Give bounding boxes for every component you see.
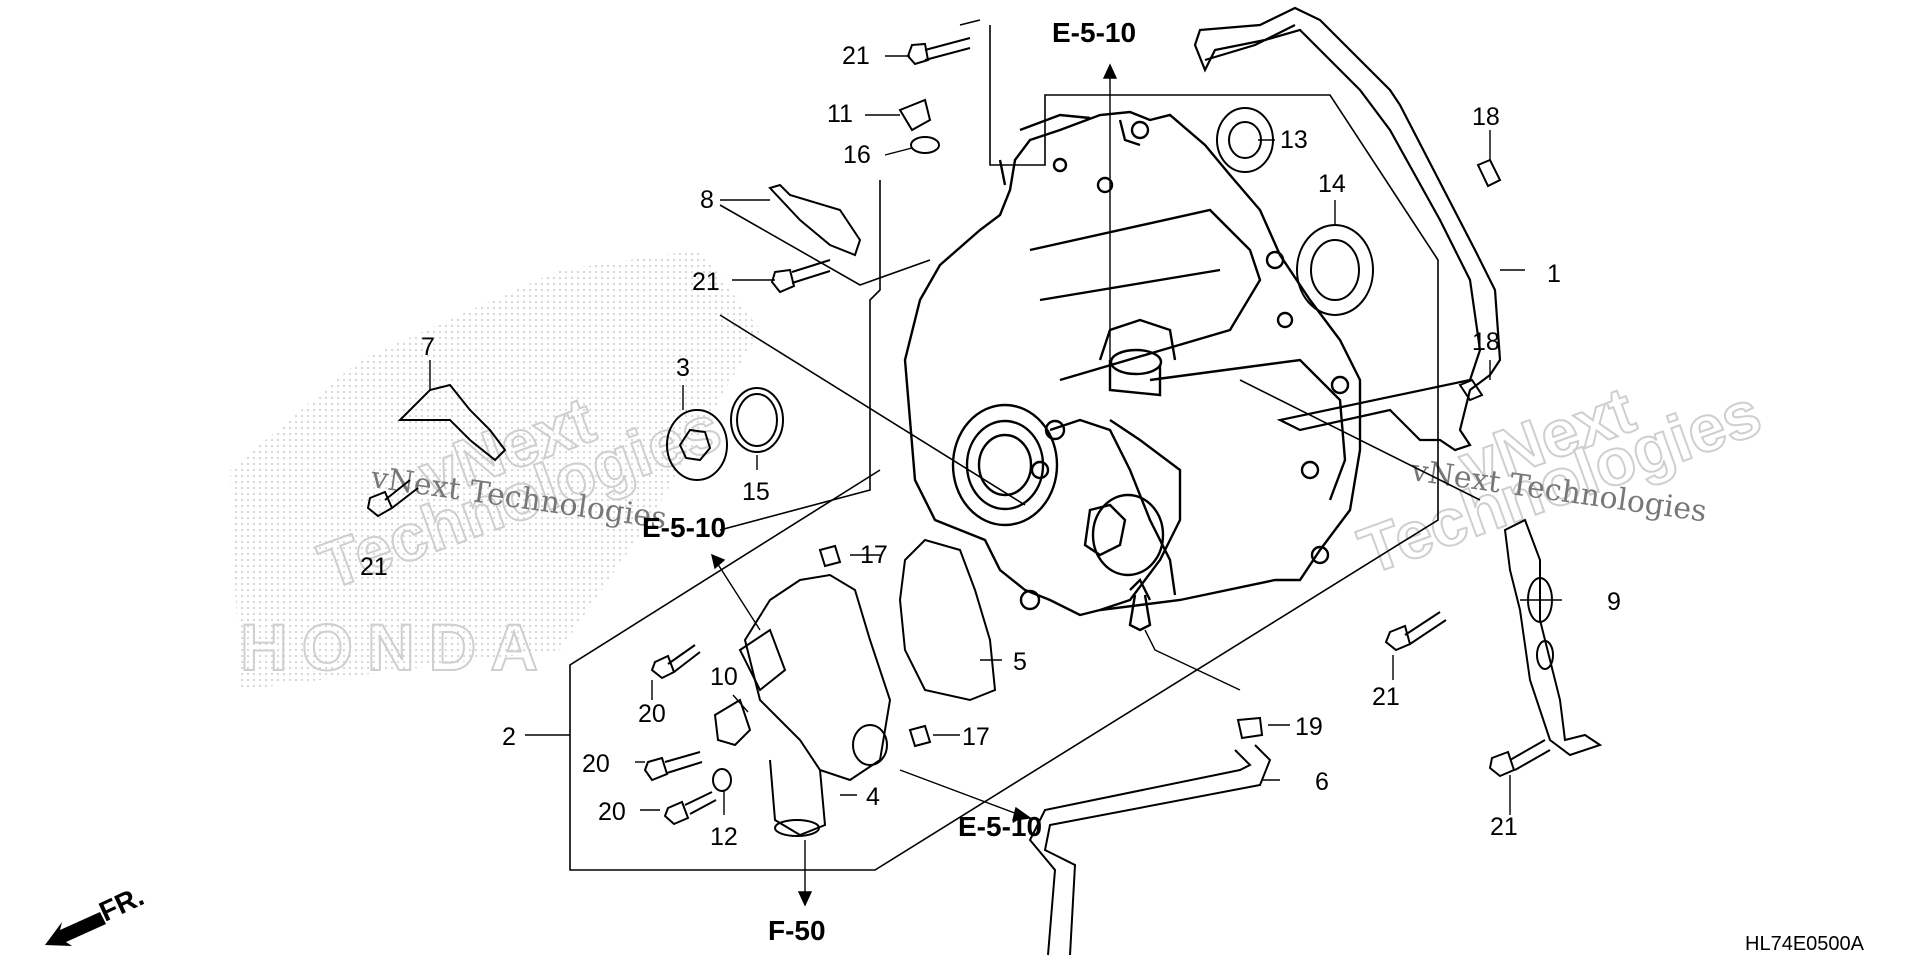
reference-bottom-right: E-5-10 (958, 811, 1042, 842)
callout-9: 9 (1607, 588, 1621, 616)
watermark-brand: HONDA (240, 610, 552, 684)
callout-16: 16 (843, 141, 871, 169)
callouts: 1 2 3 4 5 6 7 8 9 10 11 12 13 14 15 16 1… (360, 42, 1621, 851)
front-indicator: FR. (45, 880, 148, 946)
callout-2: 2 (502, 723, 516, 751)
watermark: HONDA vNext Technologies vNext Technolog… (230, 250, 1771, 690)
callout-17-lower: 17 (962, 723, 990, 751)
callout-5: 5 (1013, 648, 1027, 676)
callout-21-right: 21 (1372, 683, 1400, 711)
callout-8: 8 (700, 186, 714, 214)
leader-lines (429, 55, 1562, 907)
reference-top: E-5-10 (1052, 17, 1136, 48)
callout-4: 4 (866, 783, 880, 811)
callout-20-c: 20 (598, 798, 626, 826)
callout-13: 13 (1280, 126, 1308, 154)
cover-housing (903, 110, 1362, 632)
callout-1: 1 (1547, 260, 1561, 288)
callout-20-a: 20 (638, 700, 666, 728)
callout-11: 11 (827, 100, 853, 128)
reference-bottom: F-50 (768, 915, 826, 946)
callout-7: 7 (421, 333, 435, 361)
callout-6: 6 (1315, 768, 1329, 796)
front-arrow-icon (45, 912, 106, 946)
callout-19: 19 (1295, 713, 1323, 741)
callout-21-mid: 21 (692, 268, 720, 296)
callout-21-left: 21 (360, 553, 388, 581)
drawing-code: HL74E0500A (1745, 933, 1865, 955)
reference-left: E-5-10 (642, 512, 726, 543)
callout-10: 10 (710, 663, 738, 691)
callout-15: 15 (742, 478, 770, 506)
references: E-5-10 E-5-10 E-5-10 F-50 (642, 17, 1136, 946)
callout-21-bottom-right: 21 (1490, 813, 1518, 841)
callout-17-upper: 17 (860, 541, 888, 569)
callout-18-lower: 18 (1472, 328, 1500, 356)
callout-20-b: 20 (582, 750, 610, 778)
watermark-dot-field (230, 250, 760, 690)
callout-14: 14 (1318, 170, 1346, 198)
callout-21-top: 21 (842, 42, 870, 70)
callout-12: 12 (710, 823, 738, 851)
gasket (1193, 6, 1502, 452)
small-parts (397, 98, 1603, 956)
callout-18-upper: 18 (1472, 103, 1500, 131)
callout-3: 3 (676, 354, 690, 382)
